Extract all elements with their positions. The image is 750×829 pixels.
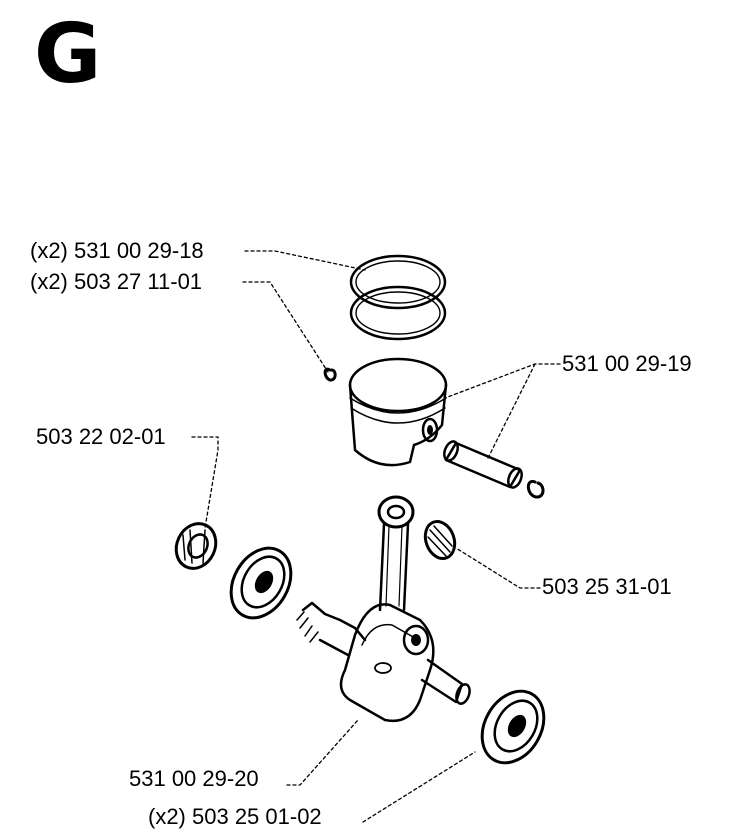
label-piston-assembly: 531 00 29-19 xyxy=(562,351,692,376)
piston-circlip-right xyxy=(526,479,545,499)
leader-needle-bearing-right xyxy=(455,547,541,589)
main-bearing-right xyxy=(480,689,546,765)
piston-rings xyxy=(349,254,447,341)
label-needle-bearing-left: 503 22 02-01 xyxy=(36,424,166,449)
piston xyxy=(348,357,448,467)
piston-circlip-left xyxy=(323,367,337,382)
label-piston-rings: (x2) 531 00 29-18 xyxy=(30,238,204,263)
leader-main-bearings xyxy=(362,751,476,823)
label-needle-bearing-right: 503 25 31-01 xyxy=(542,574,672,599)
main-bearing-left xyxy=(229,546,293,620)
leader-piston-assembly-b xyxy=(487,363,536,459)
label-piston-circlips: (x2) 503 27 11-01 xyxy=(30,269,203,294)
section-letter: G xyxy=(34,7,102,102)
label-main-bearings: (x2) 503 25 01-02 xyxy=(148,804,322,829)
piston-pin xyxy=(443,440,523,489)
leader-piston-rings xyxy=(244,250,366,271)
needle-bearing-left xyxy=(174,522,218,570)
needle-bearing-right xyxy=(423,520,457,560)
leader-circlips xyxy=(242,281,329,373)
leader-crankshaft xyxy=(286,719,359,786)
leader-lines xyxy=(191,250,561,823)
leader-needle-bearing-left xyxy=(191,436,219,529)
crankshaft-assembly xyxy=(296,495,471,723)
label-crankshaft: 531 00 29-20 xyxy=(129,766,259,791)
leader-piston-assembly-a xyxy=(444,363,561,399)
